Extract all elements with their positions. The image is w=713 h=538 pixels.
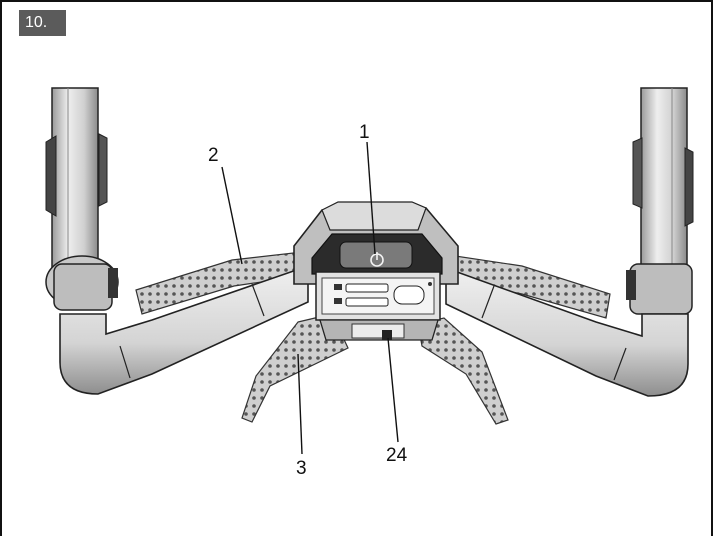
callout-1: 1 — [359, 122, 370, 143]
callout-24: 24 — [386, 445, 408, 466]
right-upright-post — [626, 87, 694, 315]
handlebar-tube — [59, 264, 689, 397]
charging-port — [382, 330, 392, 340]
leader-lines — [221, 141, 399, 455]
step-number-badge: 10. — [19, 10, 66, 36]
left-upright-post — [45, 87, 119, 311]
callout-3: 3 — [296, 458, 307, 479]
console-housing — [293, 201, 459, 341]
callout-2: 2 — [208, 145, 219, 166]
